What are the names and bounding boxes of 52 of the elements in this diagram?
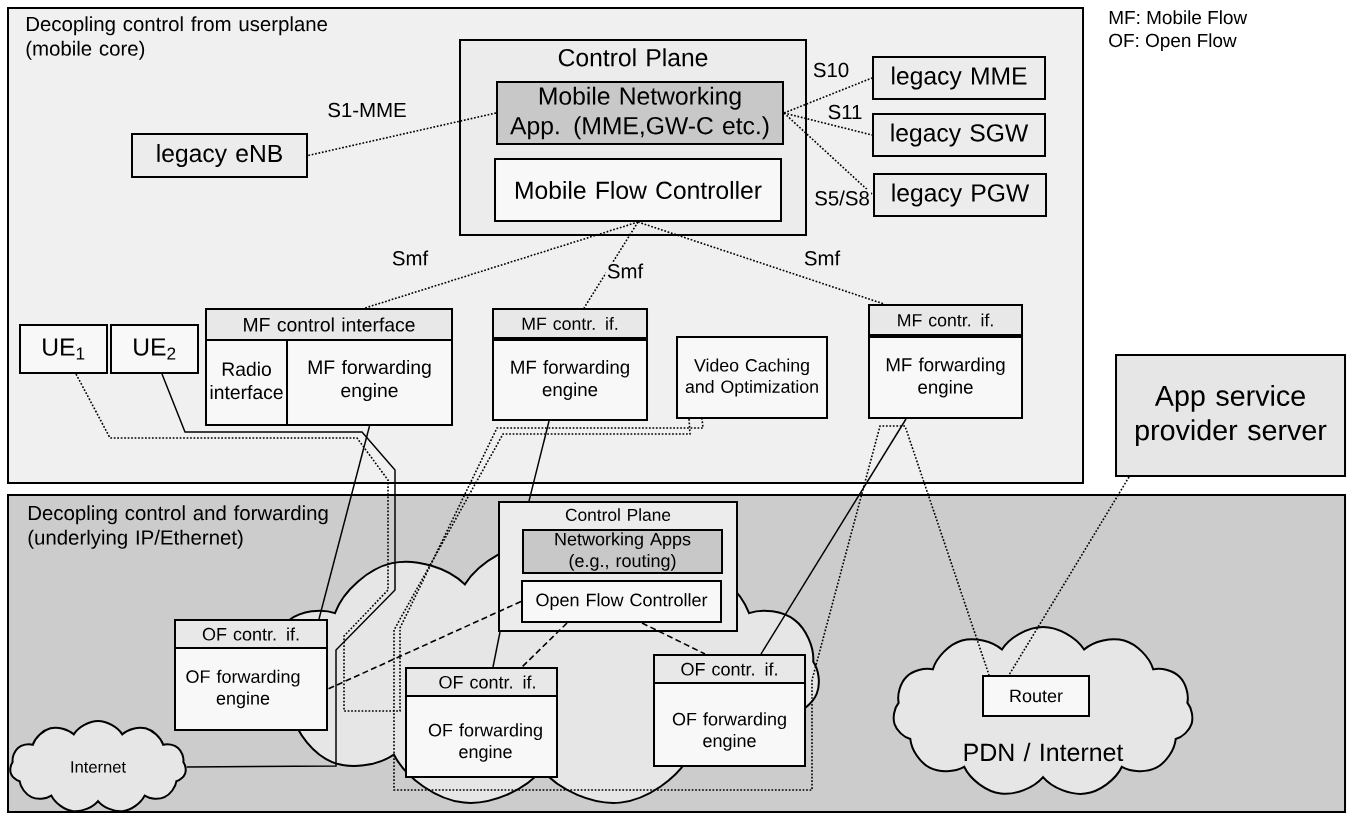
edge-label: S1-MME [326,101,408,119]
legacy-node-box: legacy MME [872,56,1046,100]
interface-box: MF control interface [205,308,453,341]
cloud: Internet [9,720,187,813]
connector [75,373,704,712]
connector [1008,476,1130,676]
connector [492,631,501,668]
connector [783,77,873,114]
forwarding-engine-box: OF forwarding engine [405,695,558,778]
connector [364,221,639,309]
forwarding-engine-box: OF forwarding engine [174,647,328,731]
interface-box: OF contr. if. [405,667,558,697]
controller-box: Open Flow Controller [521,580,722,623]
edge-label: S11 [826,103,864,121]
connector [393,418,990,791]
edge-label: Smf [802,249,842,267]
interface-box: Radio interface [205,339,288,426]
forwarding-engine-box: MF forwarding engine [492,339,648,421]
interface-box: OF contr. if. [653,654,806,684]
connector [637,221,885,305]
device-box: UE$_{2}$ [110,324,199,374]
connector [583,221,639,309]
connector [161,373,396,768]
interface-box: MF contr. if. [868,304,1023,336]
connector [760,418,907,655]
server-box: App service provider server [1115,354,1346,477]
edge-label: S10 [811,61,851,79]
interface-box: MF contr. if. [492,308,648,339]
service-box: Video Caching and Optimization [676,336,828,419]
connector [318,425,371,620]
device-box: UE$_{1}$ [19,324,108,374]
router-box: Router [982,675,1090,717]
connector [307,112,497,157]
connector [327,600,522,690]
connector [528,420,550,502]
edge-label: S5/S8 [812,189,872,207]
interface-box: OF contr. if. [174,619,328,649]
controller-box: Mobile Flow Controller [494,158,782,222]
forwarding-engine-box: OF forwarding engine [653,682,806,767]
edge-label: Smf [605,262,645,280]
abbreviation-note: MF: Mobile Flow [1109,10,1248,25]
legacy-node-box: legacy eNB [131,133,308,178]
legacy-node-box: legacy PGW [873,173,1047,217]
connector [521,622,568,668]
edge-label: Smf [390,249,430,267]
abbreviation-note: OF: Open Flow [1109,33,1237,51]
connector [641,622,706,655]
application-box: Mobile Networking App. (MME,GW-C etc.) [496,81,784,145]
forwarding-engine-box: MF forwarding engine [868,336,1023,419]
connector [783,112,874,196]
application-box: Networking Apps (e.g., routing) [522,529,723,574]
legacy-node-box: legacy SGW [872,113,1046,157]
